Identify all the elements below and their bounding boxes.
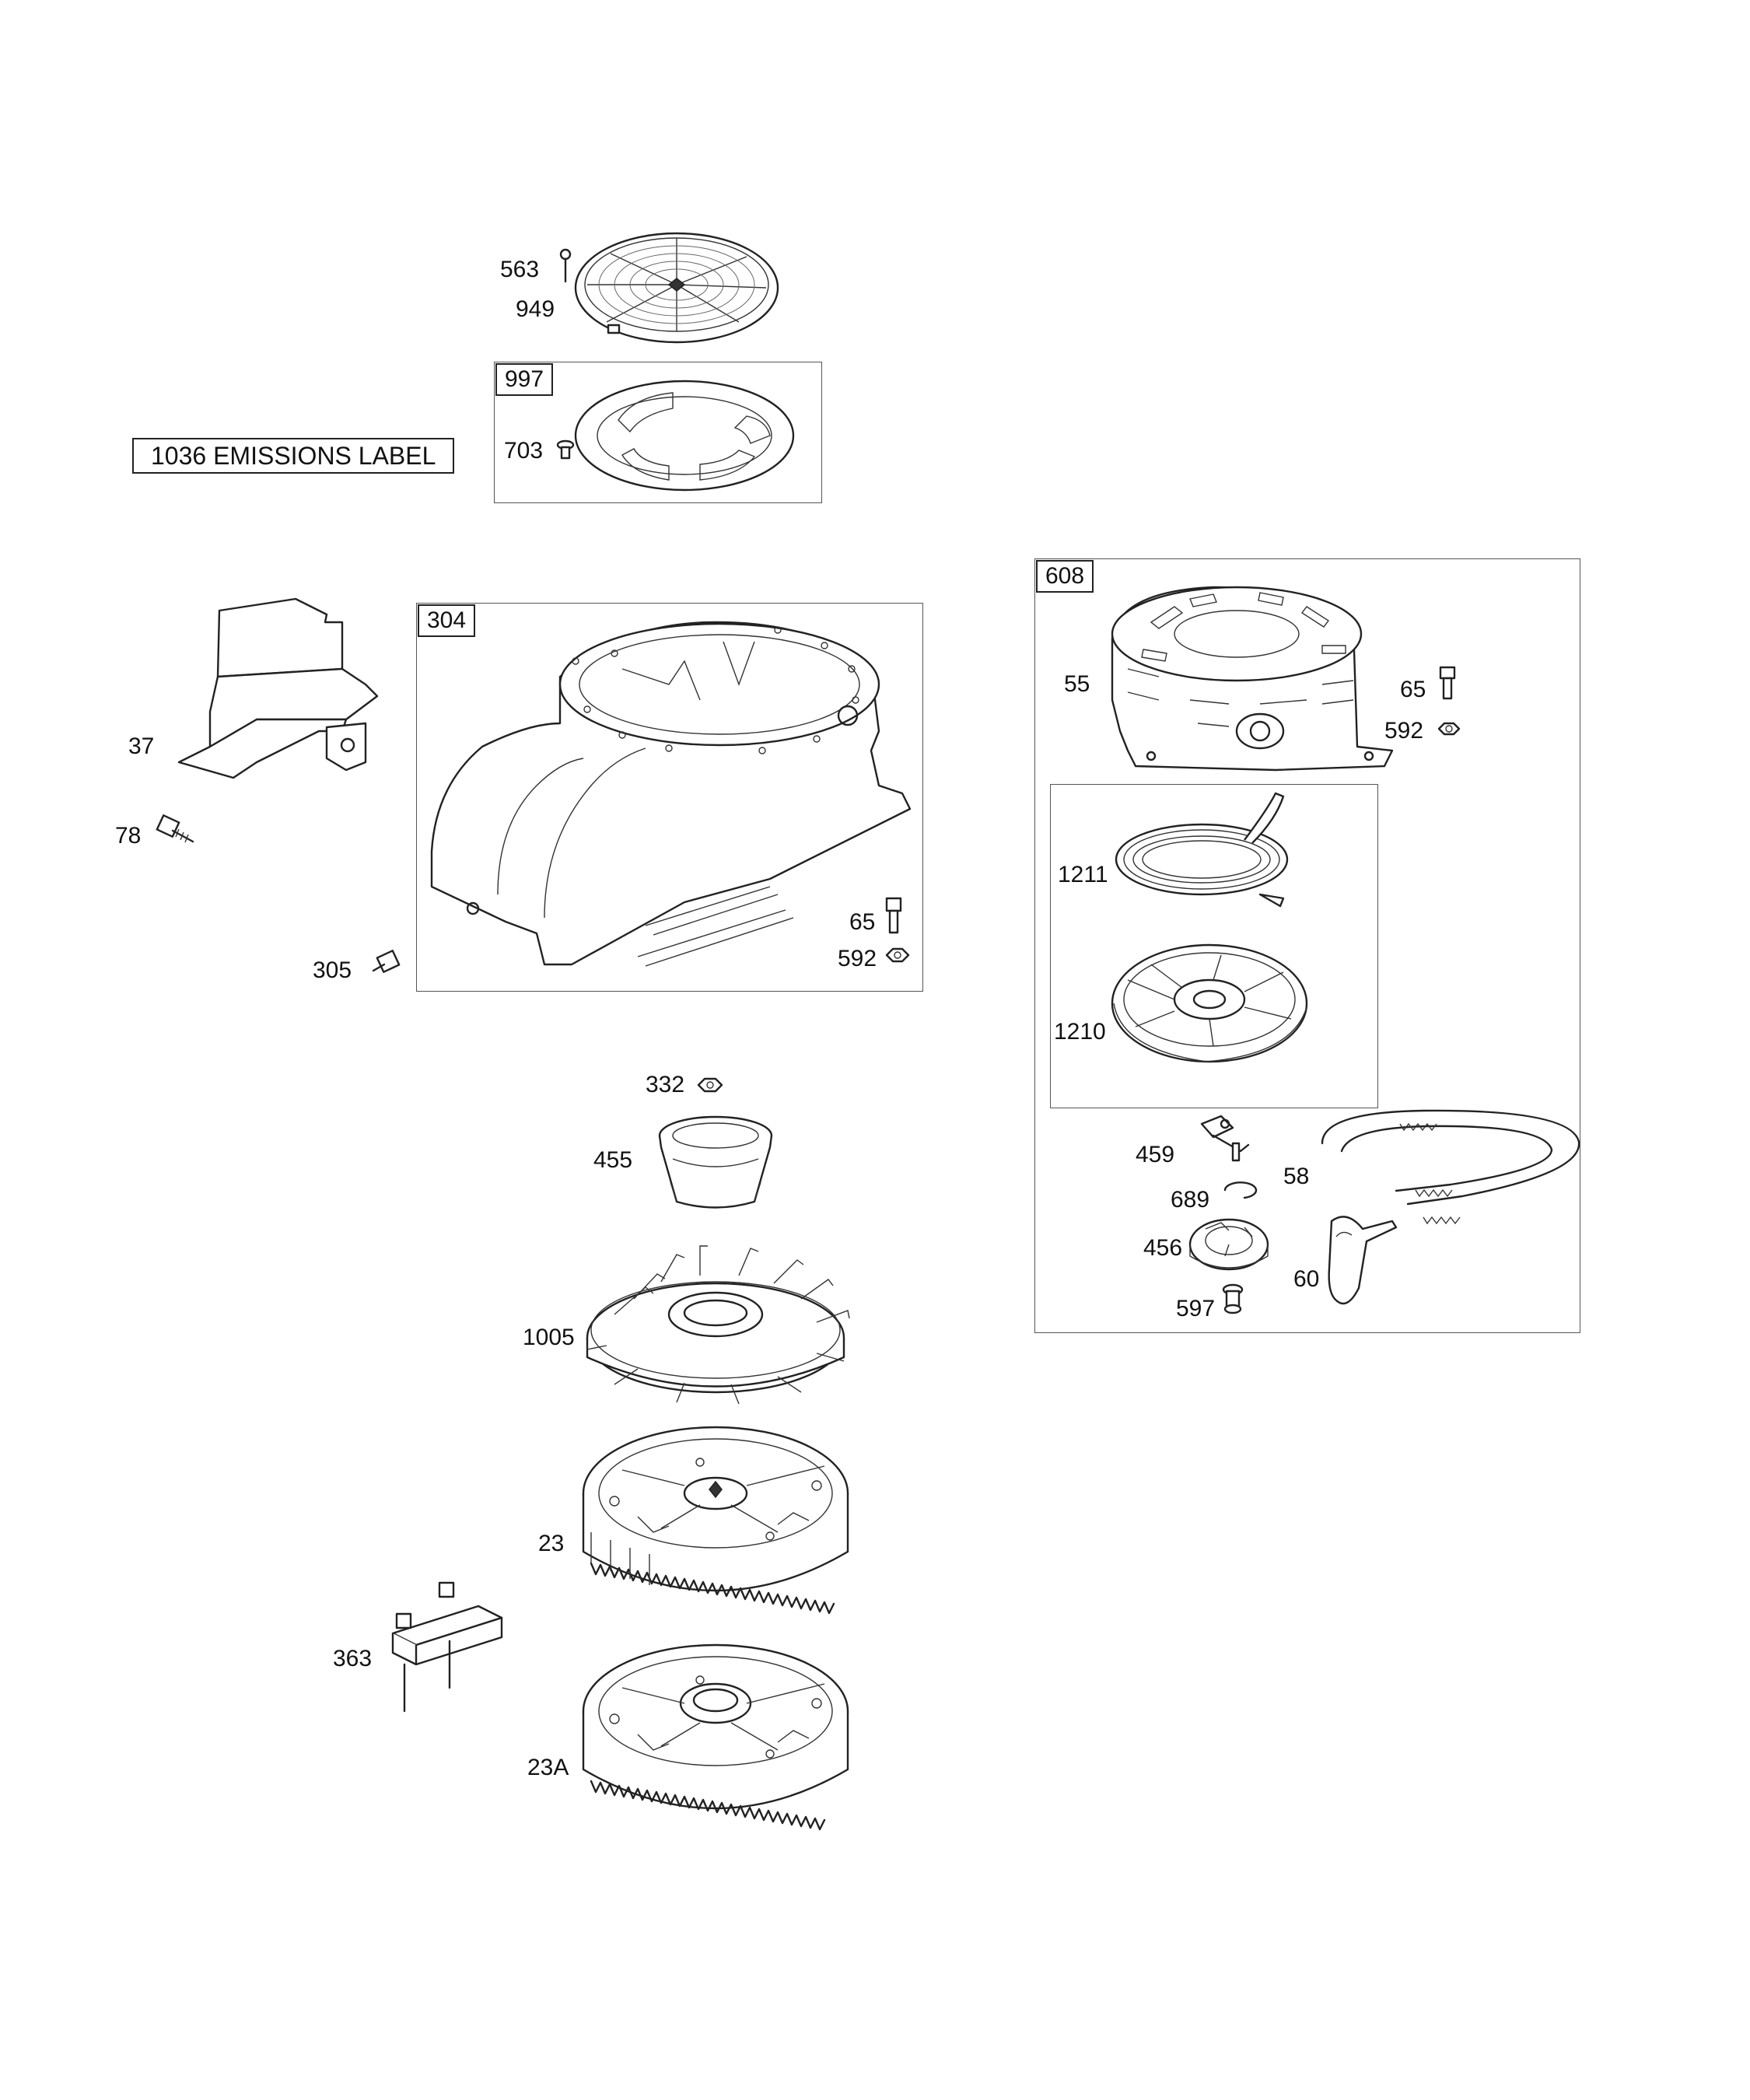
nut-592a-drawing <box>885 947 910 963</box>
group-box-rewind-assembly <box>1050 784 1378 1108</box>
part-label-703: 703 <box>504 438 544 464</box>
part-label-689: 689 <box>1171 1187 1210 1213</box>
dog-459-drawing <box>1200 1115 1250 1162</box>
part-label-455: 455 <box>593 1147 633 1173</box>
flywheel-23-drawing <box>582 1426 849 1615</box>
part-label-1210: 1210 <box>1054 1019 1106 1045</box>
bolt-78-drawing <box>156 814 194 843</box>
starter-housing-55-drawing <box>1111 586 1394 772</box>
bolt-65b-drawing <box>1439 666 1456 700</box>
bolt-65a-drawing <box>885 897 902 934</box>
part-label-592-housing: 592 <box>838 946 877 971</box>
group-label-608: 608 <box>1036 560 1094 593</box>
group-box-304 <box>416 603 923 992</box>
retainer-456-drawing <box>1188 1218 1269 1271</box>
part-label-58: 58 <box>1283 1164 1310 1189</box>
ring-689-drawing <box>1223 1181 1258 1199</box>
screw-597-drawing <box>1222 1283 1244 1314</box>
bracket-363-drawing <box>391 1581 503 1713</box>
handle-60-drawing <box>1328 1216 1398 1305</box>
cup-455-drawing <box>658 1115 773 1209</box>
part-label-305: 305 <box>313 957 352 983</box>
part-label-65-starter: 65 <box>1400 677 1426 702</box>
part-label-332: 332 <box>646 1072 685 1097</box>
part-label-592-starter: 592 <box>1384 718 1424 744</box>
emissions-label-box: 1036 EMISSIONS LABEL <box>132 438 455 474</box>
group-label-997: 997 <box>495 363 554 396</box>
fan-1005-drawing <box>586 1245 850 1405</box>
part-label-456: 456 <box>1143 1235 1183 1261</box>
screw-563-drawing <box>559 248 572 283</box>
part-label-949: 949 <box>516 296 555 322</box>
part-label-37: 37 <box>128 733 155 759</box>
group-box-997 <box>494 362 822 503</box>
nut-332-drawing <box>697 1077 723 1093</box>
part-label-459: 459 <box>1136 1142 1175 1167</box>
pin-703-drawing <box>556 439 575 460</box>
blower-housing-304-drawing <box>430 621 912 967</box>
spring-1211-drawing <box>1115 792 1289 908</box>
part-label-363: 363 <box>333 1646 373 1671</box>
group-box-608 <box>1034 558 1580 1333</box>
ring-997-drawing <box>574 380 795 492</box>
pulley-1210-drawing <box>1111 943 1308 1063</box>
part-label-563: 563 <box>500 257 540 282</box>
part-label-55: 55 <box>1064 671 1090 697</box>
part-label-23: 23 <box>538 1531 565 1556</box>
part-label-23A: 23A <box>527 1755 569 1780</box>
group-label-304: 304 <box>418 604 476 637</box>
nut-592b-drawing <box>1437 722 1461 736</box>
part-label-60: 60 <box>1293 1266 1320 1292</box>
grille-949-drawing <box>574 232 779 344</box>
part-label-78: 78 <box>115 823 142 849</box>
part-label-1005: 1005 <box>523 1325 575 1350</box>
part-label-65-housing: 65 <box>849 909 876 935</box>
bolt-305-drawing <box>372 950 401 973</box>
part-label-597: 597 <box>1176 1296 1216 1321</box>
flywheel-23A-drawing <box>582 1643 849 1831</box>
part-label-1211: 1211 <box>1058 862 1108 887</box>
baffle-37-drawing <box>177 597 379 779</box>
rope-58-drawing <box>1321 1109 1580 1225</box>
